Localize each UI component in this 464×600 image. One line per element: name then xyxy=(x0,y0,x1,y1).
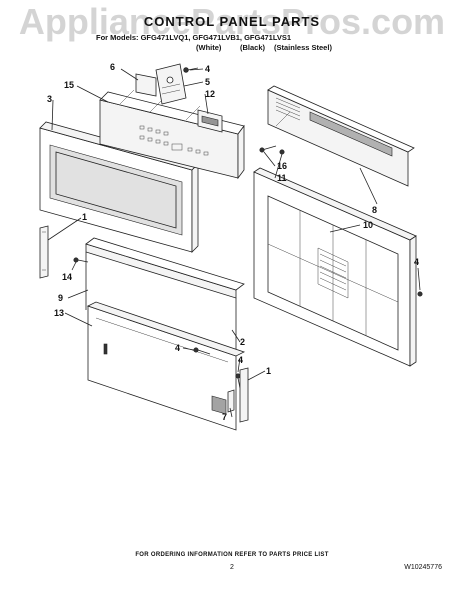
callout-6: 6 xyxy=(110,62,115,72)
document-number: W10245776 xyxy=(404,564,442,571)
watermark: AppliancePartsPros.com xyxy=(18,1,446,42)
callout-12: 12 xyxy=(205,89,215,99)
callout-11: 11 xyxy=(277,173,287,183)
end-cap-left xyxy=(39,225,49,279)
leader-lines xyxy=(47,68,421,418)
lower-access-panel xyxy=(86,301,246,431)
callout-15: 15 xyxy=(64,80,74,90)
rear-shield xyxy=(267,85,415,187)
screw-top xyxy=(183,67,199,73)
callout-1-left: 1 xyxy=(82,212,87,222)
callout-16: 16 xyxy=(277,161,287,171)
callout-4-lower: 4 xyxy=(238,355,243,365)
callout-4-middle: 4 xyxy=(175,343,180,353)
variant-white: (White) xyxy=(196,43,222,52)
callout-13: 13 xyxy=(54,308,64,318)
callout-10: 10 xyxy=(363,220,373,230)
screws-lower xyxy=(193,291,423,389)
page-number: 2 xyxy=(230,564,234,571)
page-title: CONTROL PANEL PARTS xyxy=(143,14,321,29)
end-cap-right xyxy=(239,367,249,423)
variant-stainless: (Stainless Steel) xyxy=(274,43,332,52)
lower-frame xyxy=(85,237,245,356)
models-line: For Models: GFG471LVQ1, GFG471LVB1, GFG4… xyxy=(96,33,292,42)
back-panel xyxy=(253,167,417,367)
callout-9: 9 xyxy=(58,293,63,303)
callout-1-right: 1 xyxy=(266,366,271,376)
screw-14 xyxy=(73,257,89,263)
callout-8: 8 xyxy=(372,205,377,215)
callout-4-right: 4 xyxy=(414,257,419,267)
callout-2: 2 xyxy=(240,337,245,347)
bracket-7 xyxy=(227,389,235,413)
callout-4-top: 4 xyxy=(205,64,210,74)
callout-7: 7 xyxy=(222,412,227,422)
control-board-assembly xyxy=(135,63,187,105)
screws-rear xyxy=(259,145,285,155)
callout-3: 3 xyxy=(47,94,52,104)
callout-5: 5 xyxy=(205,77,210,87)
variant-black: (Black) xyxy=(240,43,266,52)
clock-module xyxy=(197,109,223,133)
callout-14: 14 xyxy=(62,272,72,282)
ordering-note: FOR ORDERING INFORMATION REFER TO PARTS … xyxy=(135,552,329,558)
callout-labels: 6 4 5 15 12 3 16 11 8 10 1 14 9 13 4 2 4… xyxy=(47,62,419,422)
